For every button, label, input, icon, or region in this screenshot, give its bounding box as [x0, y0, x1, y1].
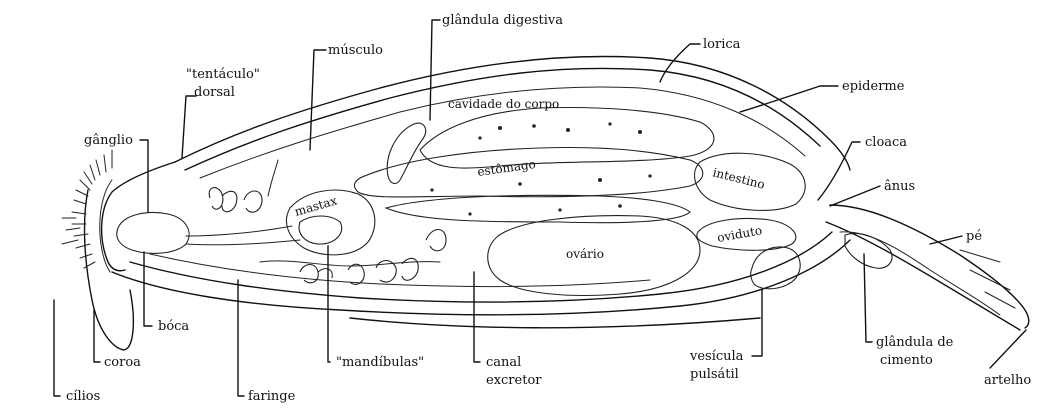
label-cloaca: cloaca — [865, 135, 907, 150]
label-mastax: mastax — [293, 193, 339, 218]
label-musculo: músculo — [328, 43, 383, 58]
label-anus: ânus — [884, 179, 915, 194]
label-lorica: lorica — [703, 37, 741, 52]
label-boca: bóca — [158, 319, 189, 334]
label-mandibulas: "mandíbulas" — [336, 355, 424, 370]
label-canal: canal — [486, 355, 521, 370]
label-intestino: intestino — [711, 165, 766, 191]
label-ovario: ovário — [566, 247, 604, 261]
label-cilios: cílios — [66, 389, 100, 404]
label-dorsal: dorsal — [194, 85, 235, 100]
label-pulsatil: pulsátil — [690, 367, 739, 382]
label-pe: pé — [966, 229, 982, 244]
label-coroa: coroa — [104, 355, 141, 370]
label-epiderme: epiderme — [842, 79, 905, 94]
label-ganglio: gânglio — [84, 133, 133, 148]
foot — [826, 205, 1029, 330]
label-cavidade-do-corpo: cavidade do corpo — [448, 97, 559, 111]
label-cimento: cimento — [880, 353, 933, 368]
label-glandula-digestiva: glândula digestiva — [442, 13, 563, 28]
label-vesicula: vesícula — [689, 349, 744, 364]
label-glandula-de: glândula de — [876, 335, 954, 350]
label-artelho: artelho — [984, 373, 1031, 388]
label-faringe: faringe — [248, 389, 296, 404]
label-estomago: estômago — [476, 157, 536, 179]
label-oviduto: oviduto — [716, 223, 763, 245]
label-excretor: excretor — [486, 373, 542, 388]
label-tentaculo: "tentáculo" — [186, 67, 260, 82]
labels: glândula digestiva lorica músculo "tentá… — [66, 13, 1031, 404]
